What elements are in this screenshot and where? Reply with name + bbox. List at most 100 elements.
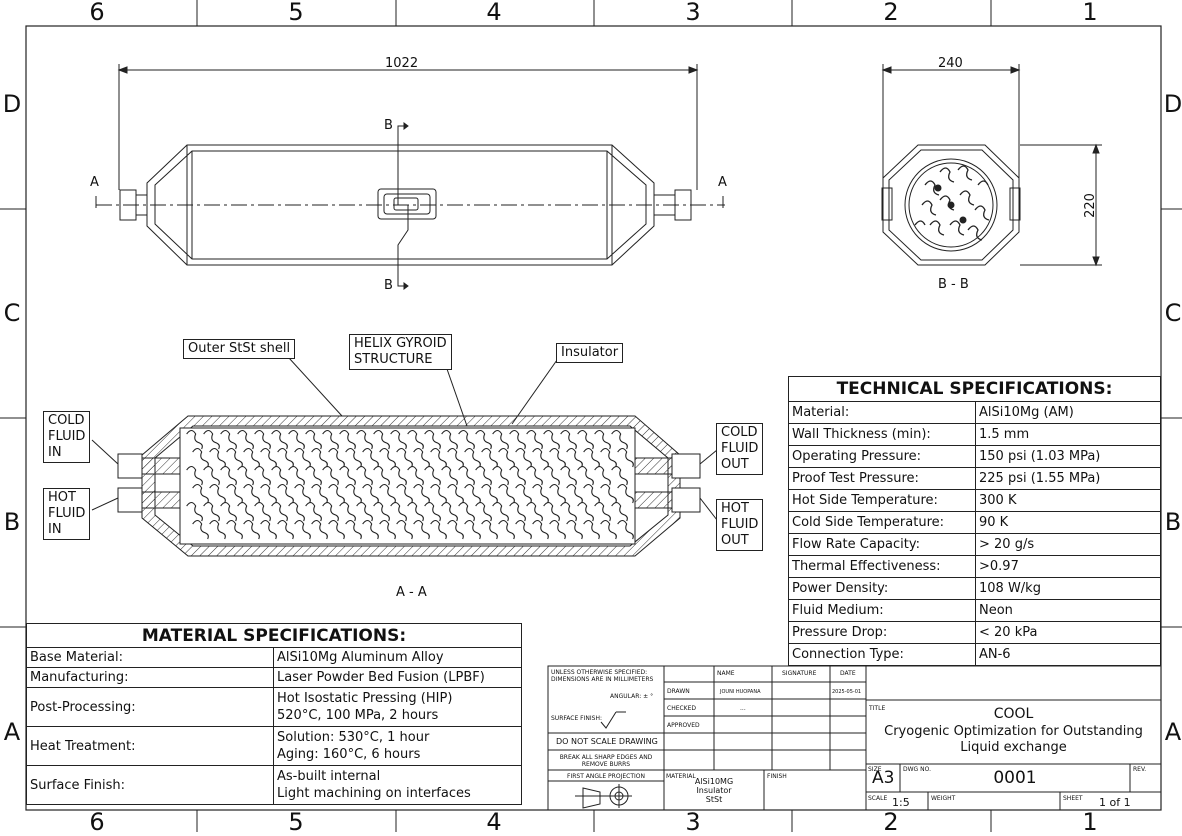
- tech-spec-value: Neon: [975, 599, 1161, 622]
- callout-cold-fluid-out: COLD FLUID OUT: [716, 423, 764, 475]
- callout-hot-fluid-out: HOT FLUID OUT: [716, 499, 764, 551]
- tech-spec-label: Proof Test Pressure:: [788, 467, 976, 490]
- dim-width: 240: [938, 56, 963, 71]
- dim-length: 1022: [385, 56, 419, 71]
- zone-col-5-bottom: 5: [288, 808, 304, 836]
- view-label-a-a: A - A: [396, 585, 427, 600]
- zone-col-6: 6: [89, 0, 105, 26]
- zone-col-5: 5: [288, 0, 304, 26]
- material-spec-title: MATERIAL SPECIFICATIONS:: [26, 623, 522, 648]
- material-spec-label: Base Material:: [26, 647, 274, 668]
- material-spec-label: Post-Processing:: [26, 687, 274, 727]
- tech-spec-label: Connection Type:: [788, 643, 976, 666]
- callout-insulator: Insulator: [556, 343, 624, 363]
- tech-spec-row: Proof Test Pressure:225 psi (1.55 MPa): [788, 467, 1161, 490]
- material-spec-row: Post-Processing:Hot Isostatic Pressing (…: [26, 687, 522, 727]
- tb-projection: FIRST ANGLE PROJECTION: [567, 773, 645, 780]
- tb-weight-label: WEIGHT: [931, 795, 956, 802]
- tech-spec-row: Cold Side Temperature:90 K: [788, 511, 1161, 534]
- tb-unless-note: UNLESS OTHERWISE SPECIFIED: DIMENSIONS A…: [551, 669, 654, 683]
- tb-material-value: AlSi10MG Insulator StSt: [694, 777, 734, 804]
- tb-scale-label: SCALE: [868, 795, 888, 802]
- material-spec-row: Manufacturing:Laser Powder Bed Fusion (L…: [26, 667, 522, 688]
- tb-drawn-name: JOUNI HUOPANA: [720, 689, 761, 695]
- tb-angular: ANGULAR: ± °: [610, 693, 654, 700]
- zone-col-1: 1: [1082, 0, 1098, 26]
- section-a-right-label: A: [718, 175, 727, 190]
- material-spec-row: Base Material:AlSi10Mg Aluminum Alloy: [26, 647, 522, 668]
- tech-spec-value: 90 K: [975, 511, 1161, 534]
- material-spec-label: Heat Treatment:: [26, 726, 274, 766]
- tb-rev-label: REV.: [1133, 766, 1147, 773]
- zone-row-a: A: [3, 718, 21, 746]
- material-spec-value: AlSi10Mg Aluminum Alloy: [273, 647, 522, 668]
- zone-row-c-right: C: [1164, 299, 1182, 327]
- tb-sheet-value: 1 of 1: [1099, 796, 1131, 809]
- tech-spec-row: Operating Pressure:150 psi (1.03 MPa): [788, 445, 1161, 468]
- material-spec-label: Surface Finish:: [26, 765, 274, 805]
- material-spec-row: Surface Finish:As-built internal Light m…: [26, 765, 522, 805]
- tb-col-date: DATE: [840, 670, 856, 677]
- tb-col-signature: SIGNATURE: [782, 670, 817, 677]
- tb-sheet-label: SHEET: [1063, 795, 1083, 802]
- tech-spec-value: > 20 g/s: [975, 533, 1161, 556]
- tb-material-label: MATERIAL: [666, 773, 696, 780]
- tech-spec-value: AN-6: [975, 643, 1161, 666]
- tech-spec-value: 108 W/kg: [975, 577, 1161, 600]
- tech-spec-value: 150 psi (1.03 MPa): [975, 445, 1161, 468]
- tb-finish-label: FINISH: [767, 773, 787, 780]
- material-spec-label: Manufacturing:: [26, 667, 274, 688]
- view-label-b-b: B - B: [938, 277, 969, 292]
- section-b-top-label: B: [384, 118, 393, 133]
- tech-spec-row: Power Density:108 W/kg: [788, 577, 1161, 600]
- tb-size-value: A3: [872, 768, 895, 788]
- tb-drawn-date: 2025-05-01: [832, 689, 862, 695]
- callout-cold-fluid-in: COLD FLUID IN: [43, 411, 91, 463]
- zone-col-1-bottom: 1: [1082, 808, 1098, 836]
- tech-spec-row: Connection Type:AN-6: [788, 643, 1161, 666]
- zone-row-b: B: [3, 508, 21, 536]
- callout-hot-fluid-in: HOT FLUID IN: [43, 488, 91, 540]
- zone-row-d-right: D: [1163, 90, 1182, 118]
- material-specifications-table: MATERIAL SPECIFICATIONS: Base Material:A…: [26, 623, 522, 805]
- tb-break-edges: BREAK ALL SHARP EDGES AND REMOVE BURRS: [559, 754, 653, 768]
- callout-gyroid: HELIX GYROID STRUCTURE: [349, 334, 452, 370]
- tech-spec-row: Wall Thickness (min):1.5 mm: [788, 423, 1161, 446]
- tb-dwg-value: 0001: [993, 768, 1037, 788]
- tech-spec-label: Power Density:: [788, 577, 976, 600]
- zone-col-4-bottom: 4: [486, 808, 502, 836]
- tb-dwg-label: DWG NO.: [903, 766, 931, 773]
- tech-spec-label: Cold Side Temperature:: [788, 511, 976, 534]
- tb-checked-name: ...: [740, 705, 746, 712]
- tb-col-name: NAME: [717, 670, 735, 677]
- tb-title-sub: Cryogenic Optimization for Outstanding L…: [884, 724, 1143, 755]
- tech-spec-row: Thermal Effectiveness:>0.97: [788, 555, 1161, 578]
- tech-spec-value: < 20 kPa: [975, 621, 1161, 644]
- tech-spec-label: Hot Side Temperature:: [788, 489, 976, 512]
- section-a-left-label: A: [90, 175, 99, 190]
- zone-row-a-right: A: [1164, 718, 1182, 746]
- section-b-bottom-label: B: [384, 278, 393, 293]
- tb-approved-label: APPROVED: [667, 722, 700, 729]
- zone-row-b-right: B: [1164, 508, 1182, 536]
- tb-do-not-scale: DO NOT SCALE DRAWING: [556, 737, 658, 746]
- zone-col-4: 4: [486, 0, 502, 26]
- zone-col-2: 2: [883, 0, 899, 26]
- tb-size-label: SIZE: [868, 766, 882, 773]
- tech-spec-value: >0.97: [975, 555, 1161, 578]
- zone-row-c: C: [3, 299, 21, 327]
- material-spec-value: As-built internal Light machining on int…: [273, 765, 522, 805]
- zone-row-d: D: [2, 90, 22, 118]
- tb-surface-finish: SURFACE FINISH:: [551, 715, 602, 722]
- zone-col-3-bottom: 3: [685, 808, 701, 836]
- tech-spec-row: Flow Rate Capacity:> 20 g/s: [788, 533, 1161, 556]
- tb-checked-label: CHECKED: [667, 705, 697, 712]
- zone-col-2-bottom: 2: [883, 808, 899, 836]
- tech-spec-row: Hot Side Temperature:300 K: [788, 489, 1161, 512]
- tb-scale-value: 1:5: [892, 796, 910, 809]
- zone-col-3: 3: [685, 0, 701, 26]
